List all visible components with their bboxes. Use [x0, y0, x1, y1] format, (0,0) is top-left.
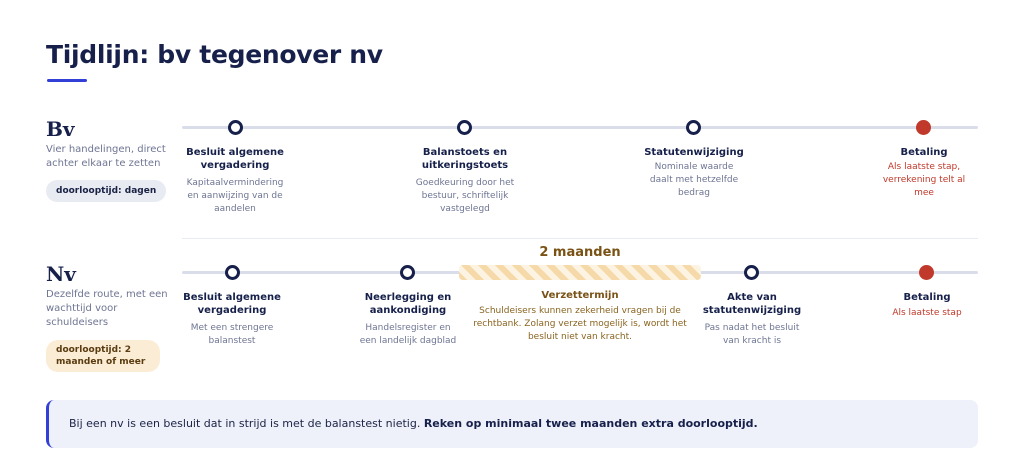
nv-step-3-title: Akte van statutenwijziging: [702, 292, 802, 316]
nv-waiting-period-desc: Schuldeisers kunnen zekerheid vragen bij…: [473, 306, 687, 342]
bv-step-4-desc: Als laatste stap, verrekening telt al me…: [882, 162, 966, 198]
nv-step-4-title: Betaling: [903, 292, 951, 303]
title-underline: [47, 79, 87, 82]
bv-step-3-marker: [686, 120, 701, 135]
bv-step-4-title: Betaling: [900, 147, 948, 158]
bv-step-3-desc: Nominale waarde daalt met hetzelfde bedr…: [649, 162, 739, 198]
nv-step-3-desc: Pas nadat het besluit van kracht is: [704, 323, 800, 346]
info-callout: Bij een nv is een besluit dat in strijd …: [46, 400, 978, 448]
nv-step-1-marker: [225, 265, 240, 280]
nv-row-description: Dezelfde route, met een wachttijd voor s…: [46, 289, 168, 328]
nv-waiting-period-title: Verzettermijn: [541, 290, 619, 301]
nv-step-2-marker: [400, 265, 415, 280]
bv-step-4-marker: [916, 120, 931, 135]
nv-step-4-desc: Als laatste stap: [892, 308, 962, 318]
info-callout-emphasis: Reken op minimaal twee maanden extra doo…: [423, 417, 758, 430]
nv-step-1-title: Besluit algemene vergadering: [183, 292, 281, 316]
bv-step-3-title: Statutenwijziging: [644, 147, 744, 158]
bv-step-2-title: Balanstoets en uitkeringstoets: [421, 147, 509, 171]
nv-waiting-period-label: 2 maanden: [539, 245, 621, 260]
nv-waiting-period-bar: [459, 265, 701, 280]
nv-step-3-marker: [744, 265, 759, 280]
bv-duration-badge: doorlooptijd: dagen: [46, 180, 167, 202]
bv-step-2-desc: Goedkeuring door het bestuur, schrifteli…: [415, 178, 515, 214]
bv-row-label: Bv: [46, 117, 75, 141]
nv-step-4-marker: [919, 265, 934, 280]
info-callout-text: Bij een nv is een besluit dat in strijd …: [69, 417, 758, 430]
nv-duration-badge: doorlooptijd: 2 maanden of meer: [46, 340, 160, 372]
info-callout-statement: Bij een nv is een besluit dat in strijd …: [69, 417, 421, 430]
bv-timeline-line: [182, 126, 978, 129]
bv-step-1-desc: Kapitaalvermindering en aanwijzing van d…: [186, 178, 284, 214]
bv-step-1-title: Besluit algemene vergadering: [186, 147, 284, 171]
page-title: Tijdlijn: bv tegenover nv: [46, 40, 383, 69]
bv-step-1-marker: [228, 120, 243, 135]
row-separator: [182, 238, 978, 239]
nv-step-2-title: Neerlegging en aankondiging: [364, 292, 452, 316]
nv-step-1-desc: Met een strengere balanstest: [190, 323, 274, 346]
nv-step-2-desc: Handelsregister en een landelijk dagblad: [359, 323, 457, 346]
bv-row-description: Vier handelingen, direct achter elkaar t…: [46, 144, 166, 169]
bv-step-2-marker: [457, 120, 472, 135]
nv-row-label: Nv: [46, 262, 76, 286]
